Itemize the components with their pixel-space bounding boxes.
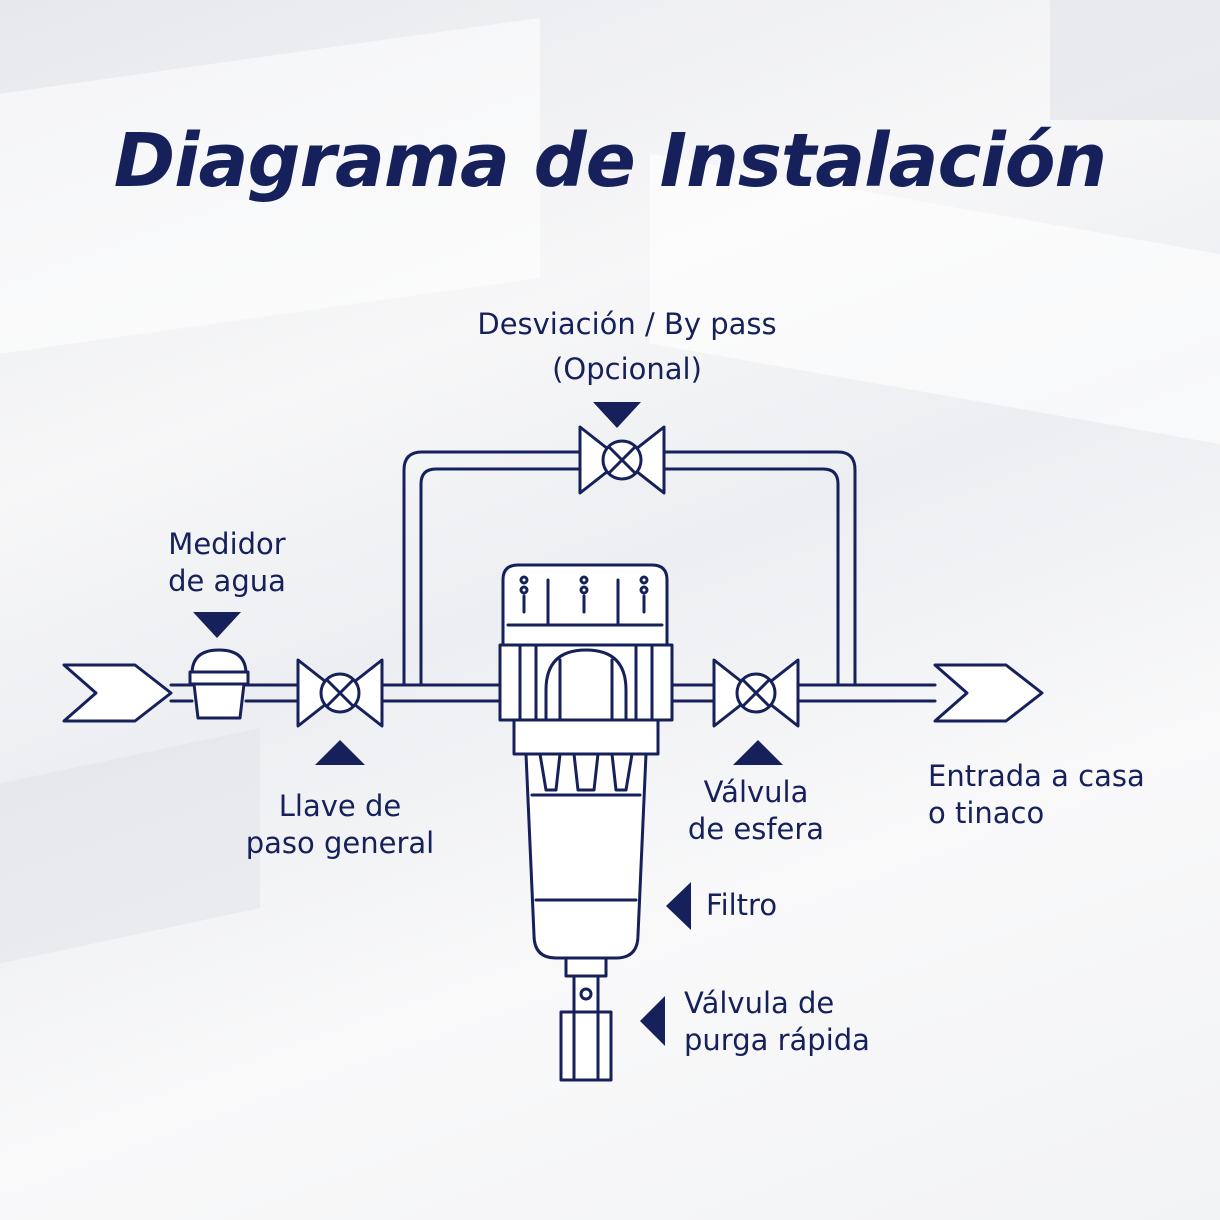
bypass-label: Desviación / By pass (Opcional) bbox=[400, 306, 854, 388]
bypass-pipe bbox=[402, 450, 857, 687]
meter-pointer-icon bbox=[193, 612, 241, 638]
purge-label-line1: Válvula de bbox=[684, 986, 835, 1020]
main-valve-label-line1: Llave de bbox=[278, 789, 402, 823]
bypass-label-line1: Desviación / By pass bbox=[477, 307, 777, 341]
meter-label-line2: de agua bbox=[168, 564, 286, 598]
main-valve-pointer-icon bbox=[315, 740, 365, 765]
purge-label-line2: purga rápida bbox=[684, 1023, 870, 1057]
inlet-arrow-icon bbox=[62, 663, 173, 723]
main-valve-icon bbox=[296, 658, 384, 728]
purge-valve-icon bbox=[559, 956, 613, 1082]
main-valve-label-line2: paso general bbox=[245, 826, 435, 860]
bypass-pointer-icon bbox=[593, 402, 641, 428]
main-pipe bbox=[169, 683, 937, 703]
water-meter-icon bbox=[188, 648, 250, 720]
page-title: Diagrama de Instalación bbox=[113, 118, 1107, 204]
bypass-valve-icon bbox=[578, 425, 666, 495]
main-valve-label: Llave de paso general bbox=[220, 788, 460, 862]
filter-icon bbox=[498, 563, 674, 960]
background-panel bbox=[1050, 0, 1220, 120]
ball-valve-pointer-icon bbox=[733, 740, 783, 765]
bypass-label-line2: (Opcional) bbox=[552, 352, 702, 386]
outlet-arrow-icon bbox=[933, 663, 1044, 723]
outlet-label-line1: Entrada a casa bbox=[928, 759, 1145, 793]
ball-valve-label-line1: Válvula bbox=[703, 775, 809, 809]
purge-pointer-icon bbox=[640, 996, 665, 1046]
ball-valve-icon bbox=[712, 658, 800, 728]
outlet-label-line2: o tinaco bbox=[928, 796, 1045, 830]
ball-valve-label-line2: de esfera bbox=[687, 812, 825, 846]
purge-label: Válvula de purga rápida bbox=[684, 985, 870, 1059]
filter-pointer-icon bbox=[666, 882, 691, 930]
meter-label: Medidor de agua bbox=[127, 526, 327, 600]
ball-valve-label: Válvula de esfera bbox=[656, 774, 856, 848]
meter-label-line1: Medidor bbox=[168, 527, 286, 561]
outlet-label: Entrada a casa o tinaco bbox=[928, 758, 1145, 832]
filter-label: Filtro bbox=[706, 888, 778, 922]
